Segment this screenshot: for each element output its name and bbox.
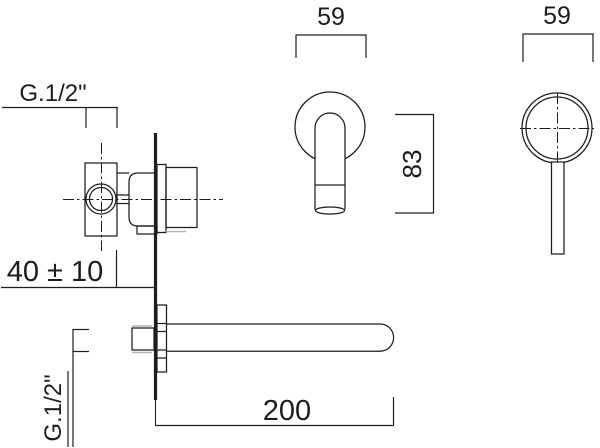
handle-plate-width-label: 59 <box>543 2 571 30</box>
front-view-spout <box>294 91 366 215</box>
dim-spout-height <box>395 113 435 214</box>
inlet-top-callout <box>2 106 118 128</box>
dim-mount-depth <box>1 250 155 289</box>
dim-handle-plate-width <box>522 33 594 62</box>
spout-reach-label: 200 <box>263 395 311 427</box>
dim-spout-plate-width <box>295 34 367 58</box>
dim-spout-reach <box>155 397 395 427</box>
inlet-bottom-label: G.1/2" <box>40 374 67 441</box>
handle-view <box>520 92 594 255</box>
spout-height-label: 83 <box>397 150 427 179</box>
inlet-top-label: G.1/2" <box>19 80 86 107</box>
handle-centerlines <box>520 93 594 163</box>
spout-plate-width-label: 59 <box>317 3 345 31</box>
spout-side-view <box>131 304 395 373</box>
inlet-bottom-callout <box>67 328 89 447</box>
side-view-centerlines <box>63 143 223 251</box>
mount-depth-label: 40 ± 10 <box>7 256 104 288</box>
